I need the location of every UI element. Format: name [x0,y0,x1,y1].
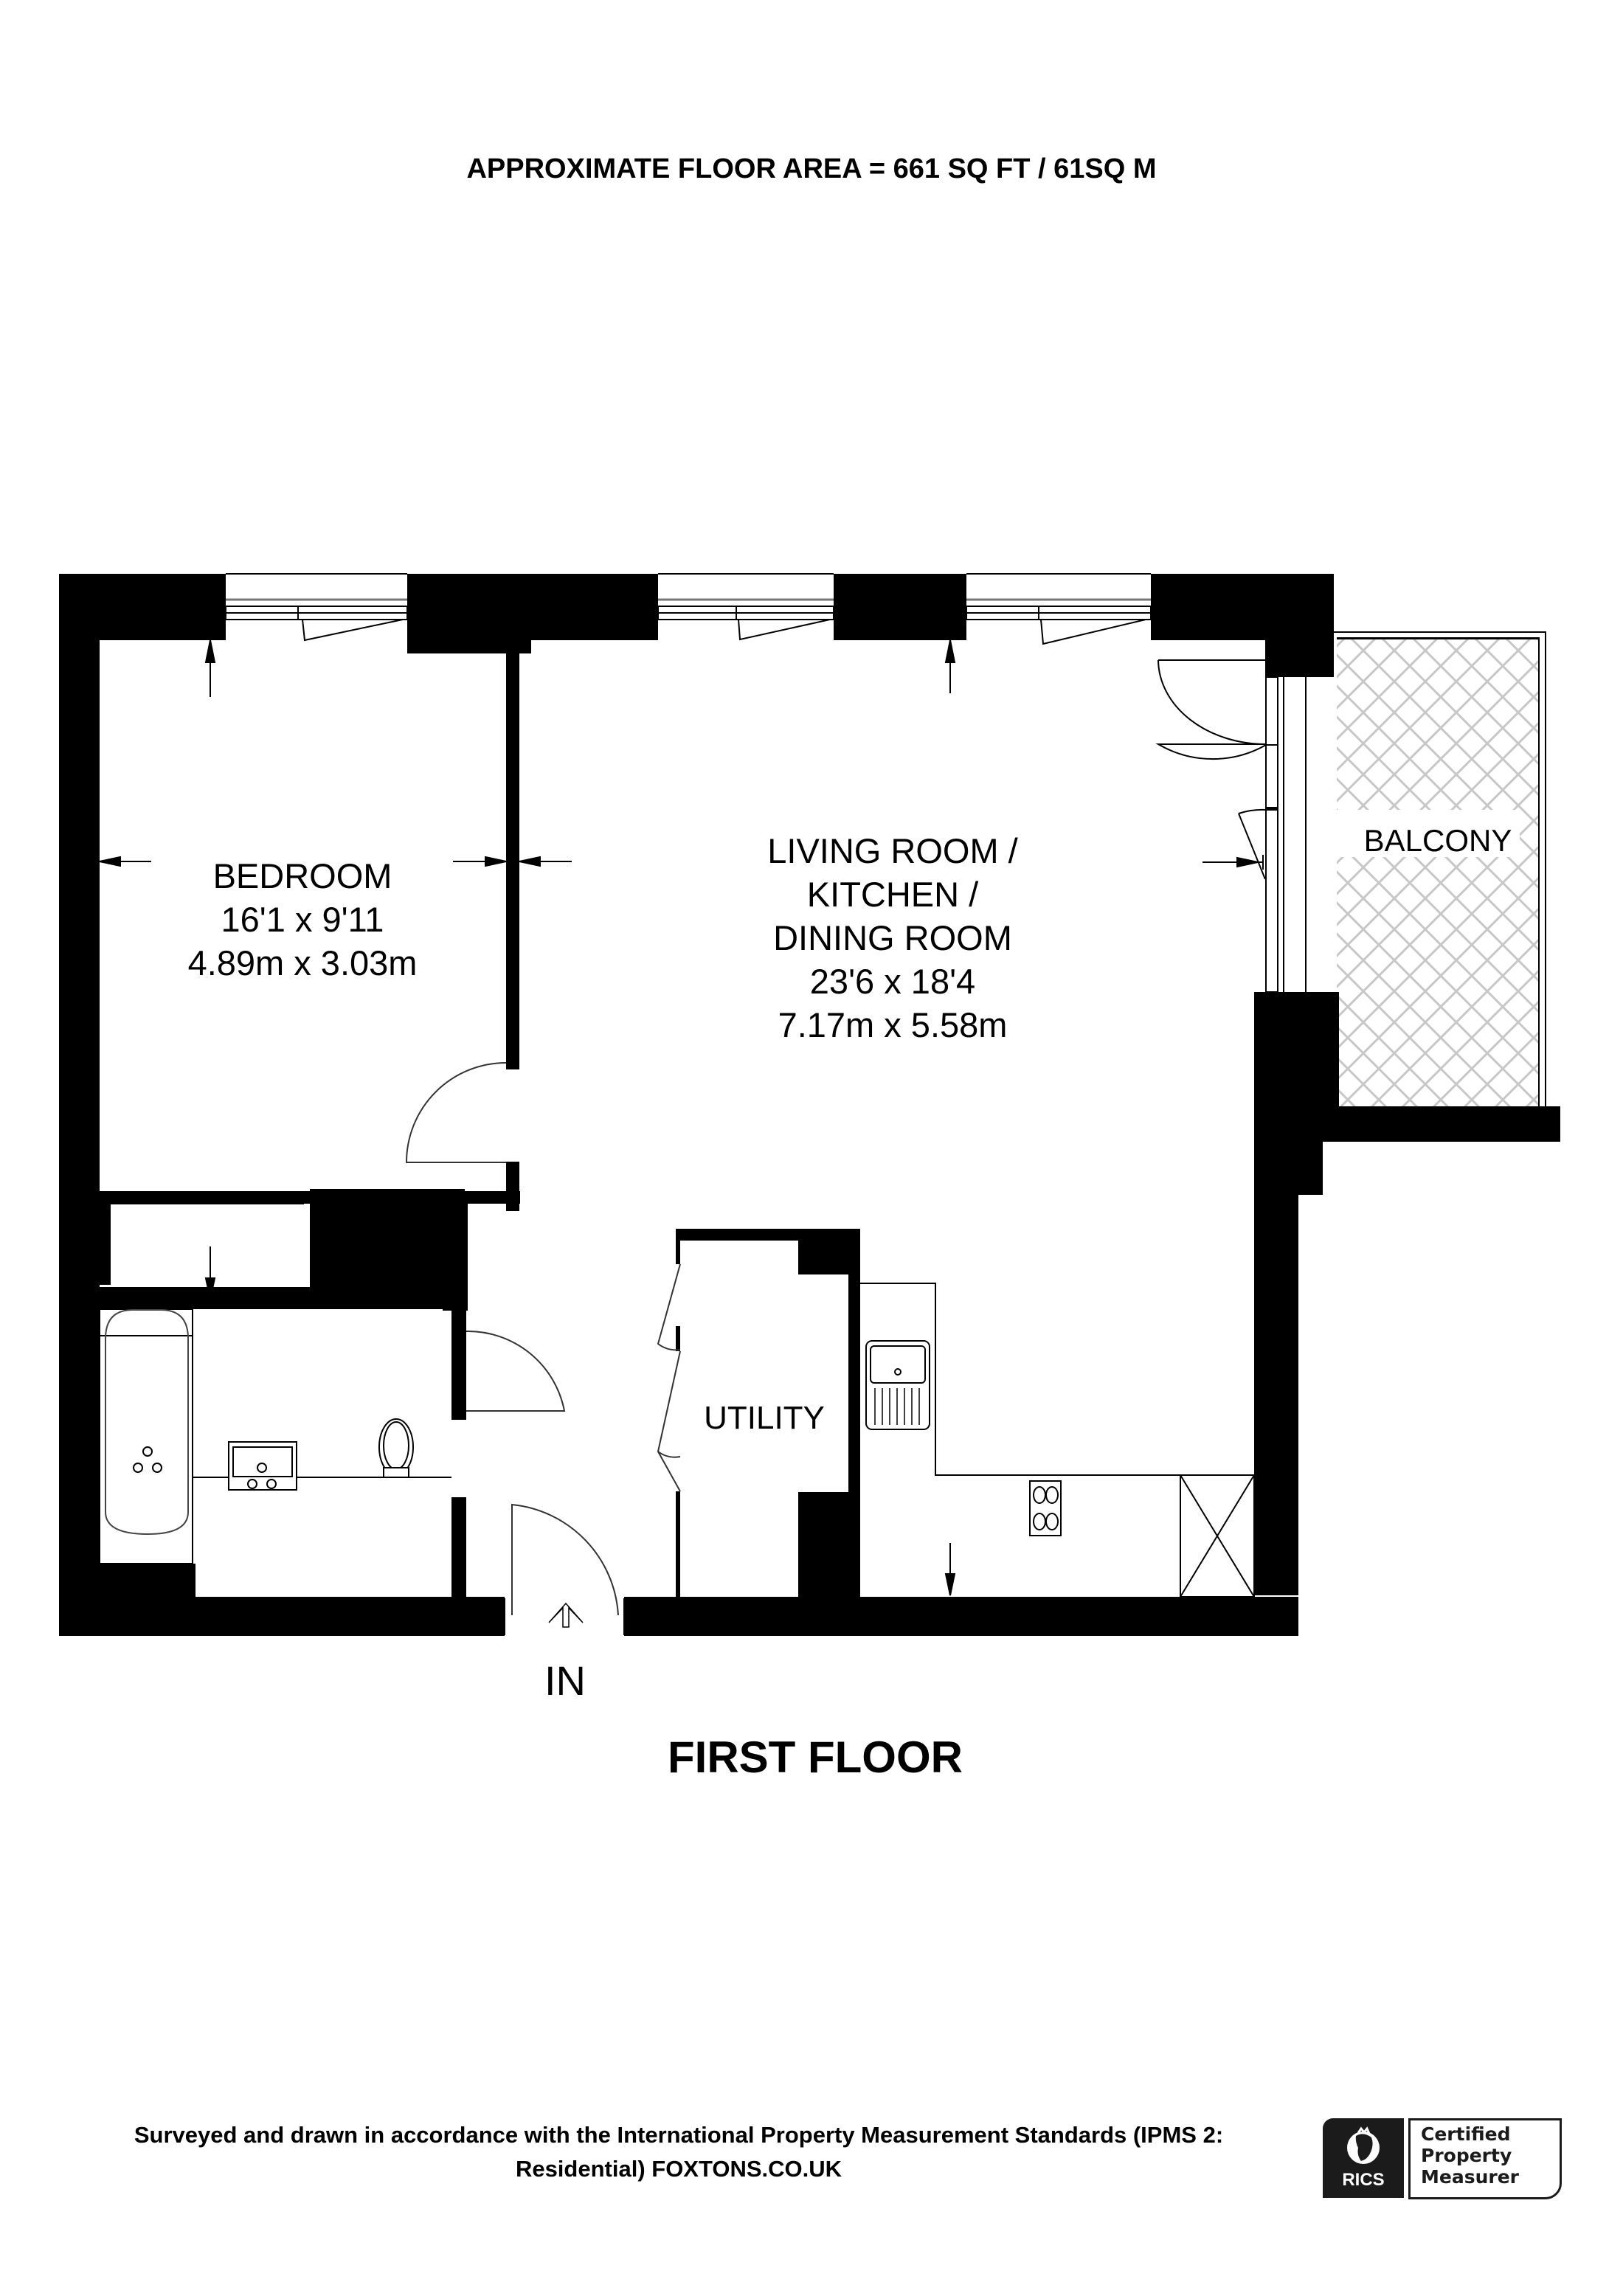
certified-box: Certified Property Measurer [1408,2118,1562,2199]
bedroom-imperial: 16'1 x 9'11 [221,900,384,939]
dimension-arrows [99,639,1264,1596]
lion-icon [1347,2126,1380,2164]
badge-line-1: Certified [1421,2123,1511,2145]
footer-line-1: Surveyed and drawn in accordance with th… [134,2122,1224,2148]
rics-logo: RICS [1323,2118,1404,2198]
room-label-balcony: BALCONY [1337,822,1539,859]
living-name-line3: DINING ROOM [773,918,1012,957]
badge-line-2: Property [1421,2145,1512,2166]
badge-line-3: Measurer [1421,2166,1519,2188]
balcony-door [1155,659,1284,993]
bedroom-metric: 4.89m x 3.03m [187,943,418,982]
entrance-arrow-icon [548,1602,584,1628]
rics-wordmark: RICS [1342,2170,1385,2190]
living-metric: 7.17m x 5.58m [778,1005,1008,1044]
entrance-jambs [504,1598,625,1635]
door-swings [405,1062,681,1616]
windows [225,573,1152,645]
floor-title: FIRST FLOOR [668,1733,963,1782]
room-label-bedroom: BEDROOM 16'1 x 9'11 4.89m x 3.03m [148,854,457,985]
room-label-living: LIVING ROOM / KITCHEN / DINING ROOM 23'6… [708,829,1077,1047]
living-name-line2: KITCHEN / [806,875,979,914]
utility-name: UTILITY [704,1400,825,1436]
bedroom-name: BEDROOM [212,856,392,895]
living-imperial: 23'6 x 18'4 [809,962,976,1001]
room-label-utility: UTILITY [683,1400,845,1437]
balcony-name: BALCONY [1363,823,1512,858]
bedroom-wardrobe [111,1203,304,1285]
rics-badge: RICS Certified Property Measurer [1323,2118,1566,2199]
walls [59,574,1339,1636]
living-name-line1: LIVING ROOM / [767,831,1018,870]
bathroom-fixtures [99,1308,451,1564]
kitchen-units [860,1283,1255,1598]
floor-area-title: APPROXIMATE FLOOR AREA = 661 SQ FT / 61S… [466,153,1157,184]
survey-footer: Surveyed and drawn in accordance with th… [44,2118,1313,2186]
footer-line-2: Residential) FOXTONS.CO.UK [515,2156,842,2182]
entrance-label: IN [544,1657,586,1704]
